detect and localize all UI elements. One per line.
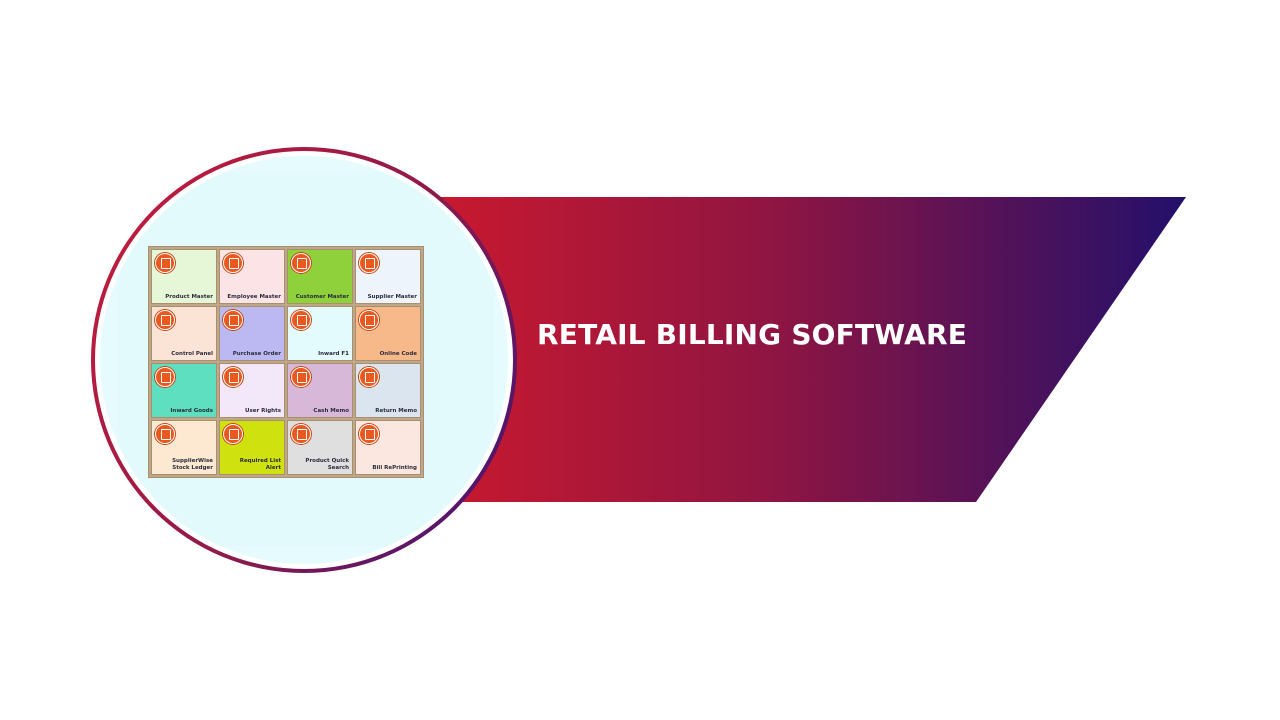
module-tile[interactable]: Control Panel [151,306,217,361]
module-tile[interactable]: SupplierWise Stock Ledger [151,420,217,475]
table-icon [359,253,379,273]
module-grid: Product Master Employee Master Customer Ma… [148,246,424,478]
cart-icon [155,367,175,387]
cart-icon [223,310,243,330]
cart-icon [223,367,243,387]
module-tile-label: Online Code [379,350,417,357]
module-tile[interactable]: Return Memo [355,363,421,418]
software-preview: Product Master Employee Master Customer Ma… [100,156,508,564]
chart-icon [155,424,175,444]
module-tile[interactable]: Customer Master [287,249,353,304]
banner-shape [440,197,1186,502]
module-tile-label: Required List Alert [239,458,281,471]
module-tile[interactable]: Cash Memo [287,363,353,418]
module-tile-label: Customer Master [295,293,349,300]
module-tile[interactable]: Online Code [355,306,421,361]
module-tile[interactable]: Product Quick Search [287,420,353,475]
cart-icon [291,367,311,387]
module-tile-label: Inward F1 [318,350,349,357]
module-tile-label: Employee Master [227,293,281,300]
table-icon [155,253,175,273]
chart-icon [359,424,379,444]
table-icon [223,253,243,273]
module-tile[interactable]: Bill RePrinting [355,420,421,475]
module-tile[interactable]: Required List Alert [219,420,285,475]
module-tile[interactable]: Purchase Order [219,306,285,361]
module-tile[interactable]: Inward Goods [151,363,217,418]
module-tile[interactable]: Inward F1 [287,306,353,361]
module-tile[interactable]: Product Master [151,249,217,304]
banner-title: RETAIL BILLING SOFTWARE [537,318,968,351]
cart-icon [359,367,379,387]
module-tile-label: Bill RePrinting [372,464,417,471]
module-tile-label: Control Panel [171,350,213,357]
cart-icon [359,310,379,330]
module-tile[interactable]: Supplier Master [355,249,421,304]
module-tile-label: Product Master [165,293,213,300]
module-tile-label: Return Memo [375,407,417,414]
module-tile-label: Supplier Master [367,293,417,300]
cart-icon [291,310,311,330]
module-tile-label: Product Quick Search [305,458,349,471]
cart-icon [155,310,175,330]
module-tile-label: Purchase Order [232,350,281,357]
table-icon [291,253,311,273]
chart-icon [291,424,311,444]
module-tile-label: Cash Memo [313,407,349,414]
chart-icon [223,424,243,444]
module-tile-label: User Rights [245,407,281,414]
module-tile[interactable]: Employee Master [219,249,285,304]
module-tile-label: Inward Goods [170,407,213,414]
module-tile-label: SupplierWise Stock Ledger [172,458,213,471]
module-tile[interactable]: User Rights [219,363,285,418]
